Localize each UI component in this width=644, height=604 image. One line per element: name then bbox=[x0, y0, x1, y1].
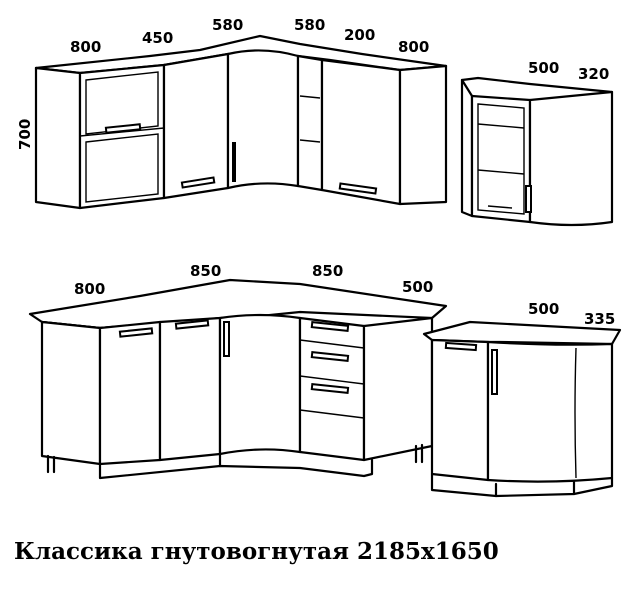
dim-lower-left-2: 850 bbox=[190, 262, 221, 280]
upper-corner-cabinets bbox=[34, 34, 448, 210]
dim-lower-left-3: 850 bbox=[312, 262, 343, 280]
dim-upper-left-3: 580 bbox=[212, 16, 243, 34]
dim-upper-height: 700 bbox=[16, 119, 34, 150]
dim-upper-left-1: 800 bbox=[70, 38, 101, 56]
dim-upper-left-4: 580 bbox=[294, 16, 325, 34]
upper-end-cabinet bbox=[460, 76, 614, 227]
dimension-labels: 800 450 580 580 200 800 700 500 320 800 … bbox=[16, 16, 615, 328]
dim-upper-left-2: 450 bbox=[142, 29, 173, 47]
dim-lower-right-1: 500 bbox=[528, 300, 559, 318]
dim-lower-left-4: 500 bbox=[402, 278, 433, 296]
dim-upper-left-5: 200 bbox=[344, 26, 375, 44]
dim-upper-right-2: 320 bbox=[578, 65, 609, 83]
diagram-caption: Классика гнутовогнутая 2185x1650 bbox=[14, 538, 499, 565]
dim-upper-right-1: 500 bbox=[528, 59, 559, 77]
lower-corner-cabinets bbox=[28, 278, 448, 480]
dim-upper-left-6: 800 bbox=[398, 38, 429, 56]
dim-lower-left-1: 800 bbox=[74, 280, 105, 298]
dim-lower-right-2: 335 bbox=[584, 310, 615, 328]
lower-end-cabinet bbox=[422, 320, 622, 498]
